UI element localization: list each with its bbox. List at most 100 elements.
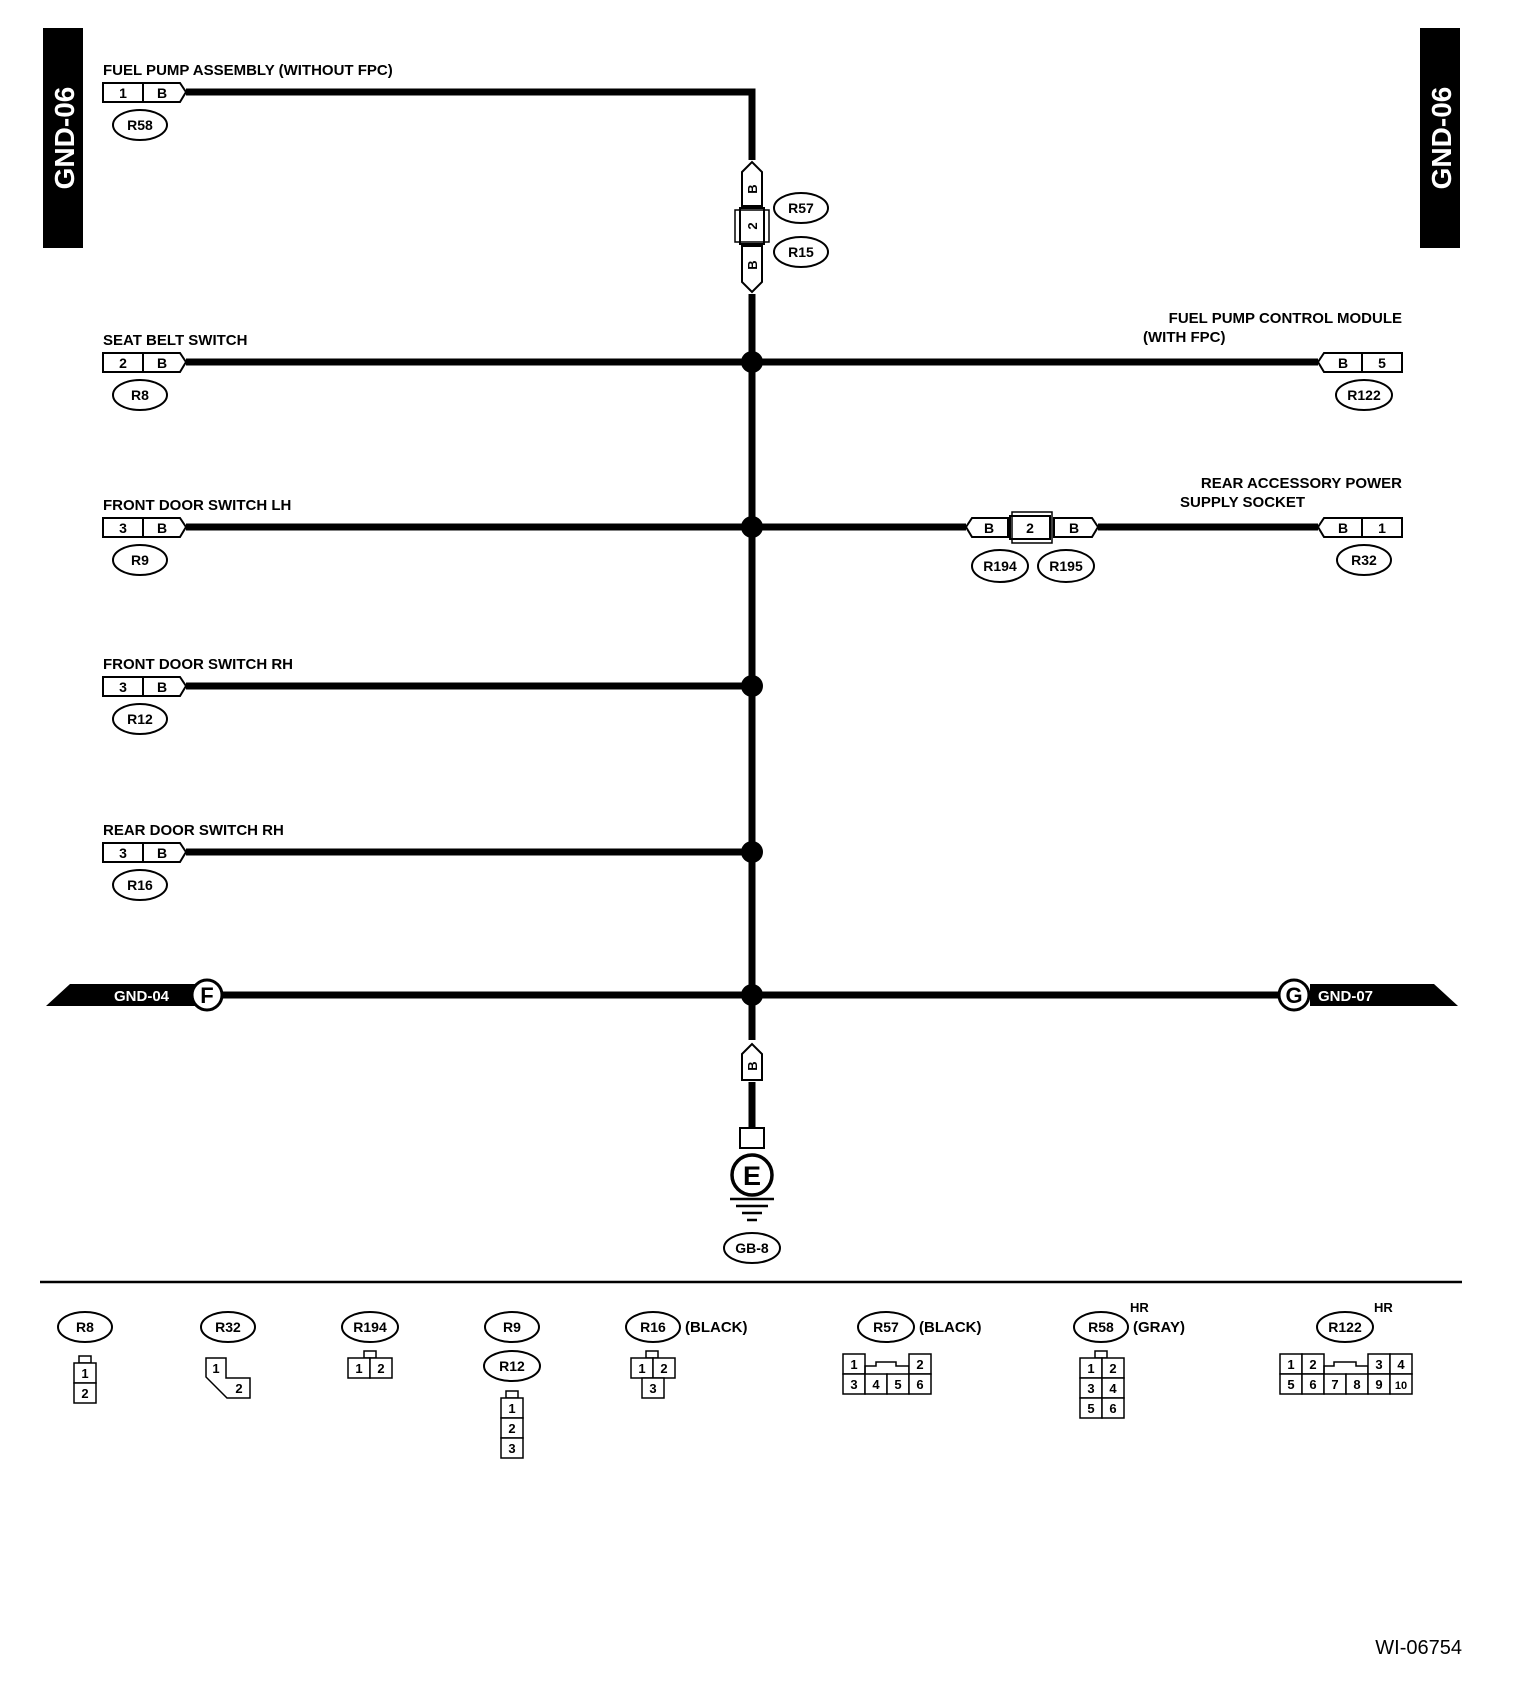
pin-number: 4 <box>1397 1357 1405 1372</box>
pin-number: 1 <box>212 1361 219 1376</box>
pin-number: 10 <box>1395 1380 1407 1392</box>
connector-view-r9-r12: R9 R12 1 2 3 <box>483 1311 541 1459</box>
pin-number: 4 <box>1109 1381 1117 1396</box>
pin-number: 5 <box>1378 355 1386 371</box>
pin-number: 1 <box>638 1361 645 1376</box>
page-link-left[interactable]: GND-04 F <box>46 978 224 1012</box>
pin-number: 2 <box>1026 520 1034 536</box>
component-label-line2: SUPPLY SOCKET <box>1180 494 1305 511</box>
component-fuel-pump-assembly: FUEL PUMP ASSEMBLY (WITHOUT FPC) 1 B R58 <box>102 62 393 141</box>
splice-dot <box>741 984 763 1006</box>
connector-ref: R57 <box>873 1319 899 1335</box>
connector-hr-note: HR <box>1130 1300 1149 1315</box>
connector-ref: R9 <box>503 1319 521 1335</box>
connector-view-r16: R16 (BLACK) 1 2 3 <box>625 1311 747 1399</box>
pin-number: 2 <box>745 222 760 229</box>
component-label: REAR DOOR SWITCH RH <box>103 822 284 839</box>
pin-number: 3 <box>119 520 127 536</box>
component-label: REAR ACCESSORY POWER <box>1201 475 1402 492</box>
page-link-left-label: GND-04 <box>114 988 170 1005</box>
component-label: FUEL PUMP ASSEMBLY (WITHOUT FPC) <box>103 62 393 79</box>
connector-ref: R194 <box>983 558 1017 574</box>
component-front-door-switch-lh: FRONT DOOR SWITCH LH 3 B R9 <box>102 497 291 576</box>
wire-color-label: B <box>1338 355 1348 371</box>
connector-ref: R12 <box>127 711 153 727</box>
connector-ref: R122 <box>1347 387 1381 403</box>
pin-number: 6 <box>1309 1377 1316 1392</box>
component-label: FRONT DOOR SWITCH LH <box>103 497 291 514</box>
pin-number: 2 <box>916 1357 923 1372</box>
pin-number: 1 <box>1087 1361 1094 1376</box>
pin-number: 6 <box>1109 1401 1116 1416</box>
connector-ref: R57 <box>788 200 814 216</box>
pin-number: 5 <box>894 1377 901 1392</box>
pin-number: 2 <box>1109 1361 1116 1376</box>
connector-view-r57: R57 (BLACK) 1 2 3 4 5 6 <box>842 1311 981 1395</box>
connector-ref: R16 <box>127 877 153 893</box>
pin-number: 1 <box>355 1361 362 1376</box>
pin-number: 1 <box>1378 520 1386 536</box>
page-link-right[interactable]: GND-07 G <box>1277 978 1458 1012</box>
pin-number: 3 <box>119 845 127 861</box>
wire-color-label: B <box>745 1061 760 1070</box>
component-fuel-pump-control-module: FUEL PUMP CONTROL MODULE (WITH FPC) B 5 … <box>1143 310 1403 411</box>
connector-color-note: (GRAY) <box>1133 1319 1185 1336</box>
pin-number: 3 <box>1375 1357 1382 1372</box>
pin-number: 1 <box>1287 1357 1294 1372</box>
connector-view-r58: R58 HR (GRAY) 1 2 3 4 5 6 <box>1073 1300 1185 1419</box>
connector-ref: R8 <box>131 387 149 403</box>
link-letter: F <box>200 983 213 1008</box>
pin-number: 2 <box>81 1386 88 1401</box>
pin-number: 7 <box>1331 1377 1338 1392</box>
ground-ref: GB-8 <box>735 1240 769 1256</box>
connector-view-r122: R122 HR 1 2 3 4 5 6 7 8 9 10 <box>1279 1300 1413 1395</box>
pin-number: 2 <box>1309 1357 1316 1372</box>
inline-connector-middle: B 2 B R194 R195 <box>964 511 1100 583</box>
pin-number: 3 <box>649 1381 656 1396</box>
pin-number: 2 <box>660 1361 667 1376</box>
page-tab-right-label: GND-06 <box>1426 87 1457 190</box>
pin-number: 2 <box>377 1361 384 1376</box>
pin-number: 1 <box>850 1357 857 1372</box>
page-tab-left: GND-06 <box>43 28 83 248</box>
connector-ref: R16 <box>640 1319 666 1335</box>
wire-fuel-pump <box>186 88 756 160</box>
pin-number: 1 <box>81 1366 88 1381</box>
connector-ref: R9 <box>131 552 149 568</box>
wire-color-label: B <box>157 845 167 861</box>
link-letter: G <box>1285 983 1302 1008</box>
connector-view-r32: R32 1 2 <box>200 1311 256 1399</box>
connector-view-r194: R194 1 2 <box>341 1311 399 1379</box>
splice-dot <box>741 516 763 538</box>
splice-dot <box>741 675 763 697</box>
pin-number: 5 <box>1087 1401 1094 1416</box>
ground-letter: E <box>743 1161 761 1191</box>
connector-color-note: (BLACK) <box>685 1319 747 1336</box>
inline-connector-upper: B 2 B R57 R15 <box>734 160 829 294</box>
figure-id: WI-06754 <box>1375 1637 1462 1659</box>
connector-ref: R15 <box>788 244 814 260</box>
connector-ref: R12 <box>499 1358 525 1374</box>
pin-number: 2 <box>119 355 127 371</box>
connector-ref: R58 <box>1088 1319 1114 1335</box>
connector-ref: R58 <box>127 117 153 133</box>
wire-color-label: B <box>157 355 167 371</box>
component-label: SEAT BELT SWITCH <box>103 332 247 349</box>
page-tab-right: GND-06 <box>1420 28 1460 248</box>
connector-ref: R32 <box>215 1319 241 1335</box>
wire-color-label: B <box>1338 520 1348 536</box>
wire-color-label: B <box>157 85 167 101</box>
ground-connector: B E GB-8 <box>723 1042 781 1264</box>
pin-number: 1 <box>119 85 127 101</box>
component-rear-accessory-socket: REAR ACCESSORY POWER SUPPLY SOCKET B 1 R… <box>1180 475 1403 576</box>
component-label-line2: (WITH FPC) <box>1143 329 1225 346</box>
splice-dot <box>741 351 763 373</box>
connector-ref: R194 <box>353 1319 387 1335</box>
pin-number: 3 <box>1087 1381 1094 1396</box>
pin-number: 3 <box>508 1441 515 1456</box>
splice-dot <box>741 841 763 863</box>
component-front-door-switch-rh: FRONT DOOR SWITCH RH 3 B R12 <box>102 656 293 735</box>
connector-hr-note: HR <box>1374 1300 1393 1315</box>
pin-number: 5 <box>1287 1377 1294 1392</box>
component-seat-belt-switch: SEAT BELT SWITCH 2 B R8 <box>102 332 247 411</box>
